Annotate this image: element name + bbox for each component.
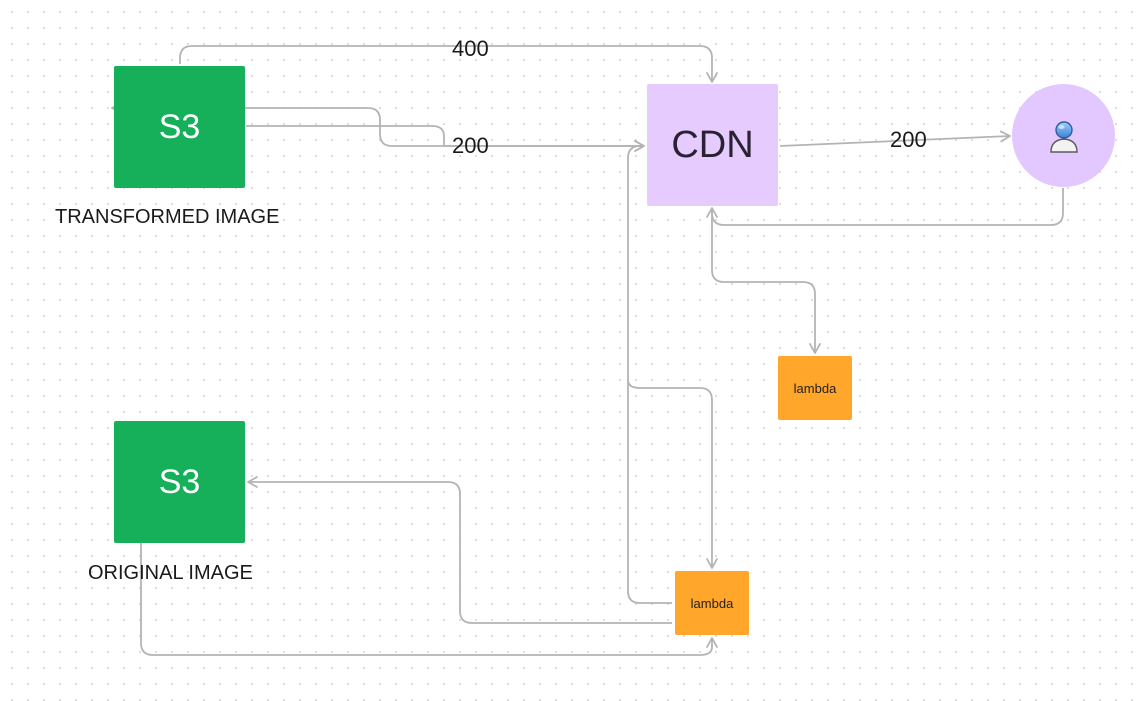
edge-s3-original-lambda[interactable] <box>140 500 718 656</box>
user-icon <box>1049 120 1078 153</box>
s3-transformed-label: S3 <box>158 107 201 146</box>
s3-original-node[interactable]: S3 <box>114 421 245 543</box>
edge-lambda-cdn[interactable] <box>627 140 672 604</box>
edge-label-200-s3: 200 <box>452 133 489 158</box>
lambda-edge-node[interactable]: lambda <box>778 356 852 420</box>
edge-cdn-lambda-edge[interactable] <box>711 210 821 354</box>
s3-transformed-node[interactable]: S3 <box>114 66 245 188</box>
cdn-node[interactable]: CDN <box>647 84 778 206</box>
transformed-image-caption: TRANSFORMED IMAGE <box>55 206 280 228</box>
edge-s3-cdn-200[interactable] <box>246 125 645 152</box>
lambda-transform-node[interactable]: lambda <box>675 571 749 635</box>
lambda-transform-label: lambda <box>690 595 734 611</box>
edge-label-400: 400 <box>452 36 489 61</box>
edge-label-200-user: 200 <box>890 127 927 152</box>
edge-cdn-user-200[interactable] <box>779 130 1011 147</box>
edge-to-lambda-transform[interactable] <box>627 379 718 569</box>
original-image-caption: ORIGINAL IMAGE <box>88 562 253 584</box>
s3-original-label: S3 <box>158 462 201 501</box>
cdn-label: CDN <box>671 123 754 166</box>
user-node[interactable] <box>1012 84 1115 187</box>
edge-s3-cdn-400[interactable] <box>179 45 718 83</box>
edge-cdn-s3-request[interactable] <box>111 102 644 147</box>
edge-lambda-s3-original[interactable] <box>247 476 672 624</box>
lambda-edge-label: lambda <box>793 380 837 396</box>
